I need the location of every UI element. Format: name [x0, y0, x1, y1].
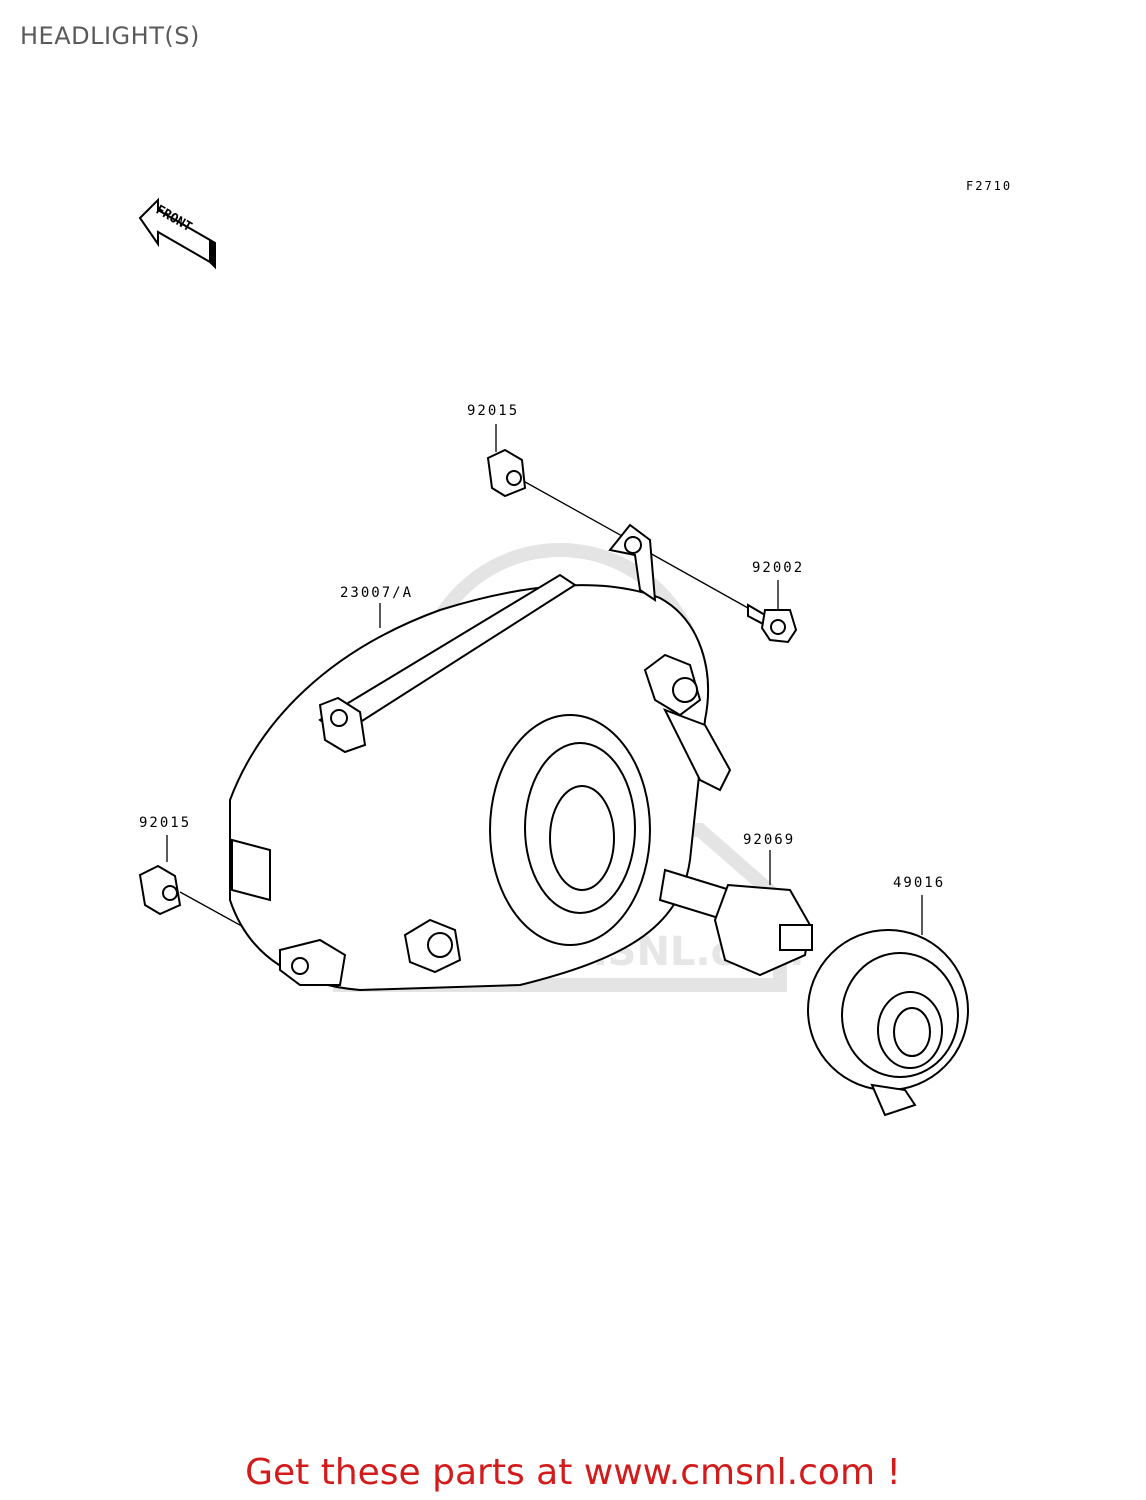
- figure-code: F2710: [966, 179, 1013, 193]
- part-label-clip-nut-upper[interactable]: 92015: [467, 403, 520, 419]
- front-arrow-icon: FRONT: [138, 197, 216, 270]
- bolt: [747, 603, 798, 644]
- bulb: [658, 868, 813, 977]
- clip-nut-upper: [486, 448, 527, 498]
- headlight-housing: [229, 523, 732, 992]
- part-label-bulb-cover[interactable]: 49016: [893, 875, 946, 891]
- clip-nut-lower: [138, 864, 182, 916]
- page-title: HEADLIGHT(S): [20, 22, 200, 50]
- part-label-bolt[interactable]: 92002: [752, 560, 805, 576]
- part-label-clip-nut-lower[interactable]: 92015: [139, 815, 192, 831]
- bulb-cover: [807, 929, 969, 1117]
- footer-promo-link[interactable]: Get these parts at www.cmsnl.com !: [245, 1452, 901, 1493]
- part-label-bulb[interactable]: 92069: [743, 832, 796, 848]
- part-label-headlight-housing[interactable]: 23007/A: [340, 585, 414, 601]
